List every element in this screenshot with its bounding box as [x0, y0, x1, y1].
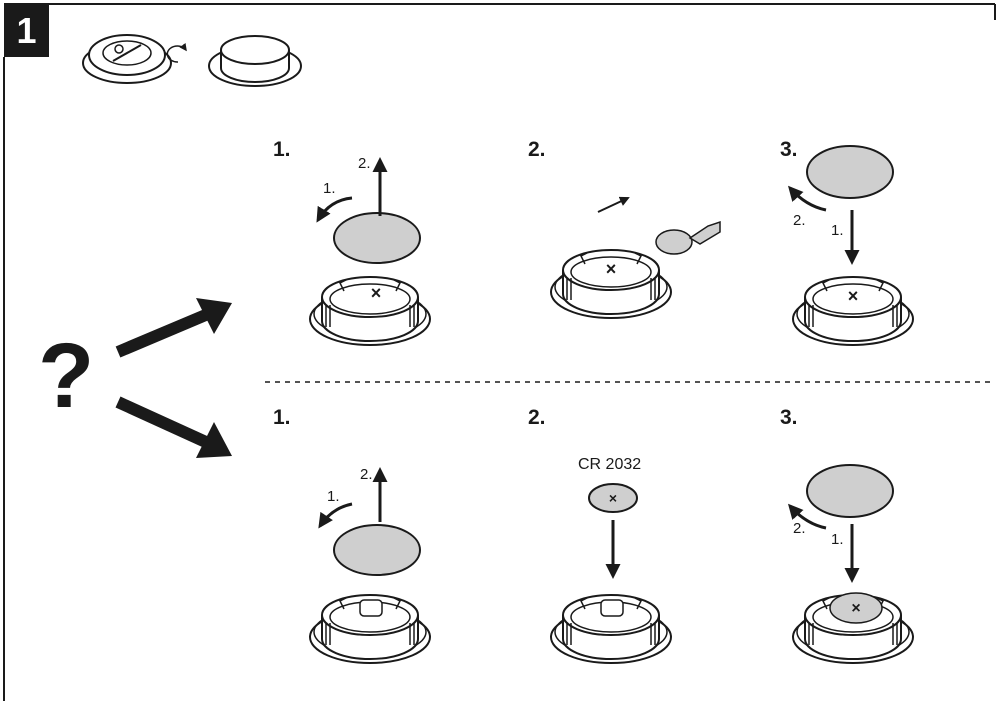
arrow-slide-top-2 — [597, 196, 630, 213]
sub-label-top-1b: 2. — [358, 155, 371, 172]
svg-text:×: × — [851, 600, 860, 617]
sub-label-top-3a: 2. — [793, 212, 806, 229]
sub-label-bottom-3a: 2. — [793, 520, 806, 537]
sub-label-top-3b: 1. — [831, 222, 844, 239]
sub-label-bottom-1b: 2. — [360, 466, 373, 483]
sub-label-bottom-3b: 1. — [831, 531, 844, 548]
header-cover-icon — [208, 35, 302, 87]
cover-top-1 — [333, 212, 421, 264]
svg-text:×: × — [609, 490, 617, 506]
step-label-top-1: 1. — [273, 138, 291, 161]
tab-top-2 — [655, 229, 693, 255]
header-device-icon — [82, 34, 172, 84]
cover-bottom-1 — [333, 524, 421, 576]
battery-cr2032 — [588, 483, 638, 513]
step-label-bottom-2: 2. — [528, 406, 546, 429]
question-mark: ? — [38, 325, 95, 427]
step-label-bottom-1: 1. — [273, 406, 291, 429]
svg-text:×: × — [848, 286, 859, 306]
svg-text:×: × — [371, 283, 382, 303]
step-label-top-2: 2. — [528, 138, 546, 161]
step-label-bottom-3: 3. — [780, 406, 798, 429]
arrow-rotate-bottom-1 — [318, 502, 353, 529]
arrow-up-right — [115, 308, 211, 358]
cover-bottom-3 — [806, 464, 894, 518]
svg-text:×: × — [606, 259, 617, 279]
arrow-rotate-top-3 — [788, 185, 827, 212]
step-badge: 1 — [4, 4, 49, 57]
swap-icon — [166, 42, 187, 63]
sub-label-bottom-1a: 1. — [327, 488, 340, 505]
battery-label: CR 2032 — [578, 456, 642, 473]
arrow-down-right — [115, 396, 211, 449]
step-label-top-3: 3. — [780, 138, 798, 161]
sub-label-top-1a: 1. — [323, 180, 336, 197]
arrow-rotate-bottom-3 — [788, 503, 827, 530]
arrow-rotate-top-1 — [316, 196, 353, 223]
cover-top-3 — [806, 145, 894, 199]
